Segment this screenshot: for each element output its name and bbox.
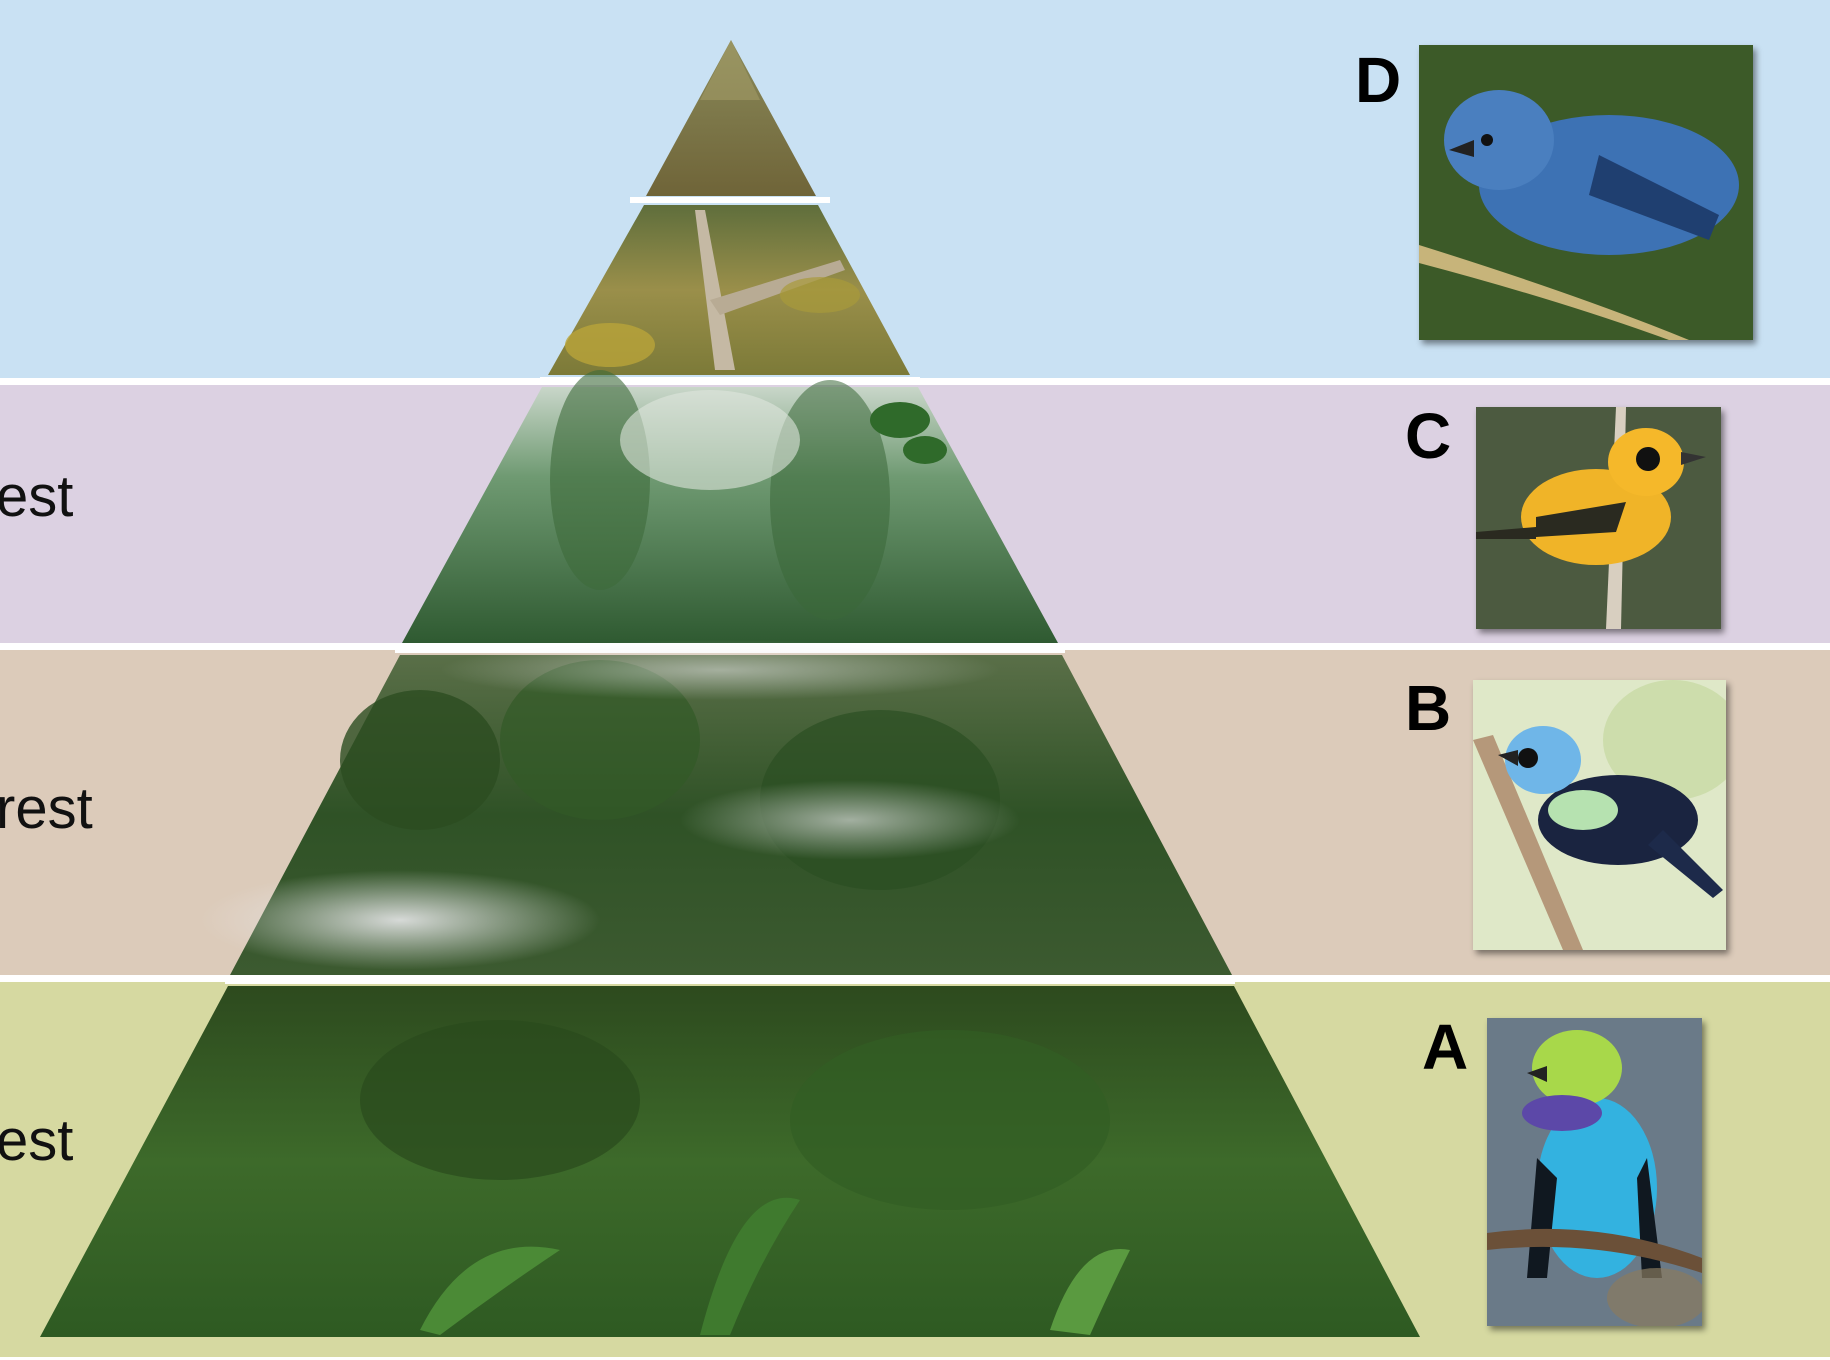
bird-letter-c: C bbox=[1405, 400, 1452, 472]
bird-letter-a: A bbox=[1422, 1011, 1469, 1083]
bird-letter-d: D bbox=[1355, 44, 1402, 116]
zone-label-a: est bbox=[0, 1108, 74, 1173]
paradise-tanager-photo-icon bbox=[1487, 1018, 1702, 1326]
golden-tanager-photo-icon bbox=[1476, 407, 1721, 629]
paramo-peak-icon bbox=[646, 40, 816, 196]
elfin-forest-icon bbox=[548, 205, 910, 375]
blue-tanager-photo-icon bbox=[1419, 45, 1753, 340]
montane-forest-icon bbox=[200, 640, 1232, 975]
zone-label-b: rest bbox=[0, 776, 93, 841]
blue-necked-tanager-photo-icon bbox=[1473, 680, 1726, 950]
cloud-forest-icon bbox=[402, 370, 1058, 643]
zone-label-c: est bbox=[0, 464, 74, 529]
bird-letter-b: B bbox=[1405, 672, 1452, 744]
lowland-rainforest-icon bbox=[40, 986, 1420, 1337]
